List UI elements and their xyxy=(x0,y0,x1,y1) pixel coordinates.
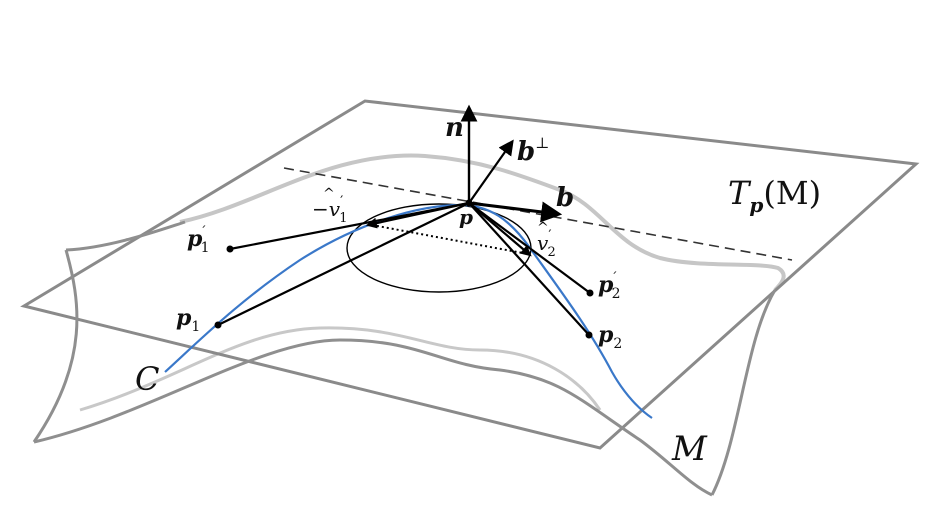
point-p2-prime xyxy=(586,289,594,297)
tangent-plane xyxy=(20,99,920,450)
segment-p-p1prime xyxy=(229,201,470,251)
label-p2: p2 xyxy=(598,322,622,352)
segment-p-p2 xyxy=(468,202,590,336)
b-vector xyxy=(468,201,563,223)
label-p1: p1 xyxy=(176,305,200,335)
label-b: b xyxy=(556,183,574,213)
label-v2-hat: ^ xyxy=(537,220,549,236)
label-n: n xyxy=(445,113,464,143)
binormal-dashed-line xyxy=(283,167,793,261)
chord-dotted xyxy=(371,224,529,255)
label-curve-c: C xyxy=(135,360,159,398)
label-p2-prime: p′2 xyxy=(598,270,621,302)
manifold-left-edge xyxy=(32,249,79,443)
point-p1-prime xyxy=(226,245,234,253)
b-perp-vector xyxy=(468,139,514,204)
label-p: p xyxy=(459,205,473,229)
point-p xyxy=(465,199,473,207)
label-manifold-m: M xyxy=(671,429,708,469)
label-v2: v′2 xyxy=(537,228,556,260)
label-p1-prime: p′1 xyxy=(187,224,210,256)
label-tangent-plane: Tp(M) xyxy=(728,174,821,217)
manifold-right-edge xyxy=(710,289,777,496)
segment-p-p2prime xyxy=(468,202,591,294)
point-p1 xyxy=(214,321,222,329)
segment-p-p1 xyxy=(217,202,470,326)
label-v1-hat: ^ xyxy=(323,186,335,202)
manifold-bottom-edge xyxy=(33,338,713,497)
manifold-left-top-edge xyxy=(65,220,186,252)
manifold-front-lower-contour xyxy=(79,326,602,412)
point-p2 xyxy=(585,331,593,339)
label-b-perp: b⊥ xyxy=(517,134,549,167)
manifold-back-contour xyxy=(179,153,786,292)
label-v1: −v′1 xyxy=(312,194,348,226)
